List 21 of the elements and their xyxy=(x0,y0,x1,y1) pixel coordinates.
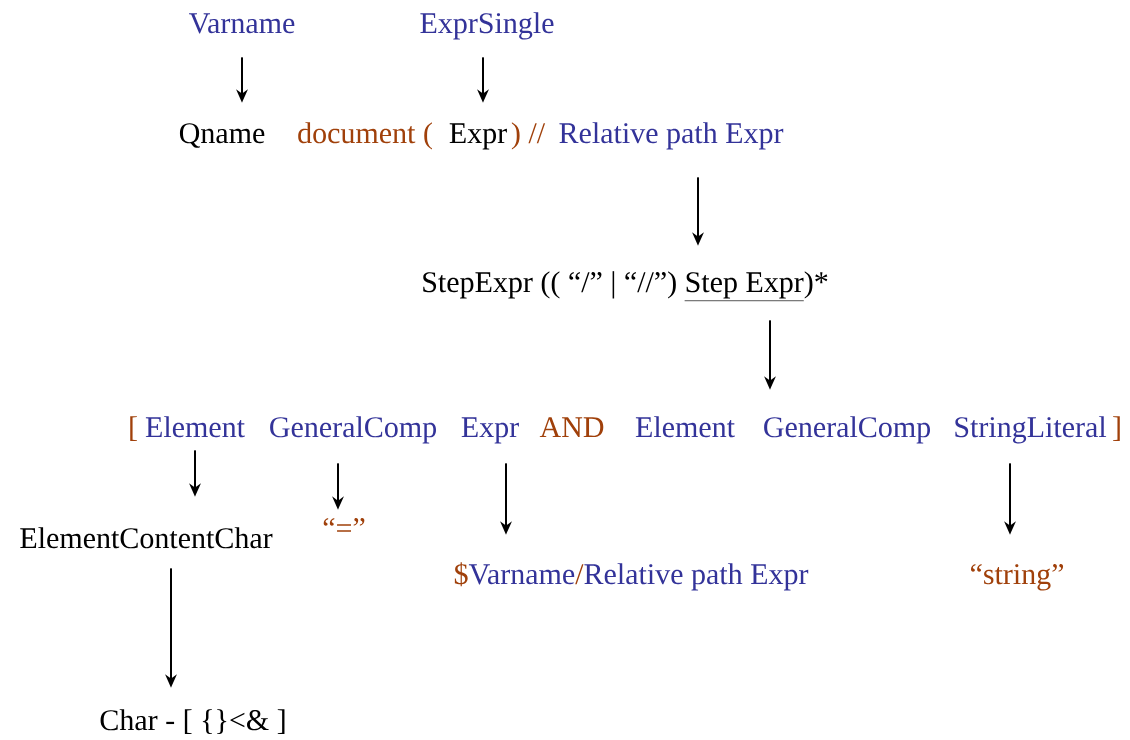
grammar-symbol: Char - [ {}<& ] xyxy=(100,709,285,735)
grammar-symbol: Expr xyxy=(461,417,519,444)
grammar-symbol: Qname xyxy=(179,123,265,148)
grammar-symbol: $Varname/Relative path Expr xyxy=(454,562,809,591)
grammar-symbol: GeneralComp xyxy=(764,416,930,444)
grammar-token: Element xyxy=(635,416,735,438)
grammar-symbol: Expr xyxy=(449,123,507,150)
grammar-symbol: “string” xyxy=(970,564,1064,591)
grammar-symbol: GeneralComp xyxy=(270,416,436,444)
grammar-symbol: Varname xyxy=(189,13,295,34)
grammar-token: ) // xyxy=(511,122,546,150)
grammar-symbol: ElementContentChar xyxy=(20,527,273,549)
grammar-token: ] xyxy=(1113,416,1120,442)
grammar-symbol: Element xyxy=(145,416,245,438)
grammar-symbol: StringLiteral xyxy=(955,416,1107,444)
grammar-symbol: “=” xyxy=(323,518,365,532)
grammar-token: AND xyxy=(539,417,604,438)
grammar-symbol: ExprSingle xyxy=(420,12,554,40)
grammar-token: [ xyxy=(130,416,137,442)
grammar-token: document ( xyxy=(298,122,432,150)
grammar-symbol: Relative path Expr xyxy=(559,122,784,150)
